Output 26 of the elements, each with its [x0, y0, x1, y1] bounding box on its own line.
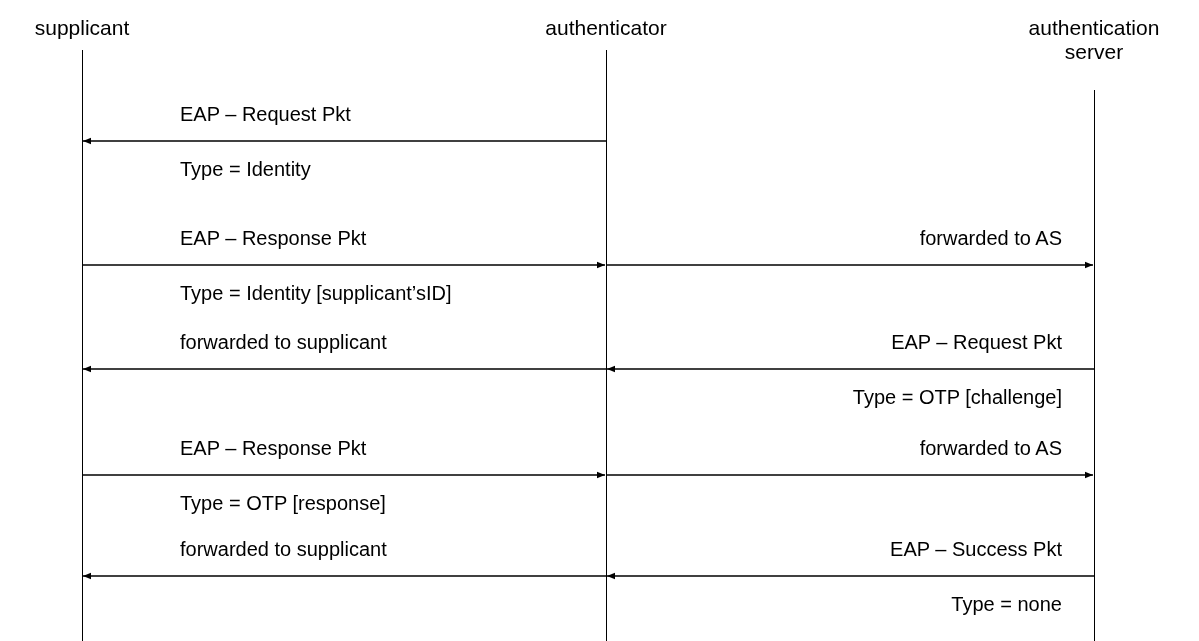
message-note: Type = Identity: [180, 157, 311, 181]
participant-label: authentication server: [1027, 16, 1161, 64]
edge-label: EAP – Request Pkt: [180, 102, 351, 126]
arrow: [82, 137, 607, 145]
edge-label: EAP – Request Pkt: [891, 330, 1062, 354]
participant-label: supplicant: [34, 16, 130, 40]
edge-label: EAP – Response Pkt: [180, 226, 367, 250]
arrow: [605, 261, 1094, 269]
edge-label: EAP – Response Pkt: [180, 436, 367, 460]
arrow: [82, 572, 607, 580]
message-note: Type = OTP [response]: [180, 491, 386, 515]
edge-label: forwarded to supplicant: [180, 537, 387, 561]
arrow: [81, 261, 606, 269]
participant-label: authenticator: [545, 16, 667, 40]
arrow: [605, 471, 1094, 479]
message-note: Type = OTP [challenge]: [852, 385, 1062, 409]
arrow: [82, 365, 607, 373]
edge-label: EAP – Success Pkt: [890, 537, 1062, 561]
edge-label: forwarded to AS: [919, 436, 1062, 460]
arrow: [606, 572, 1095, 580]
message-note: Type = Identity [supplicant’sID]: [180, 281, 452, 305]
arrow: [81, 471, 606, 479]
arrow: [606, 365, 1095, 373]
message-note: Type = none: [951, 592, 1062, 616]
edge-label: forwarded to supplicant: [180, 330, 387, 354]
edge-label: forwarded to AS: [919, 226, 1062, 250]
